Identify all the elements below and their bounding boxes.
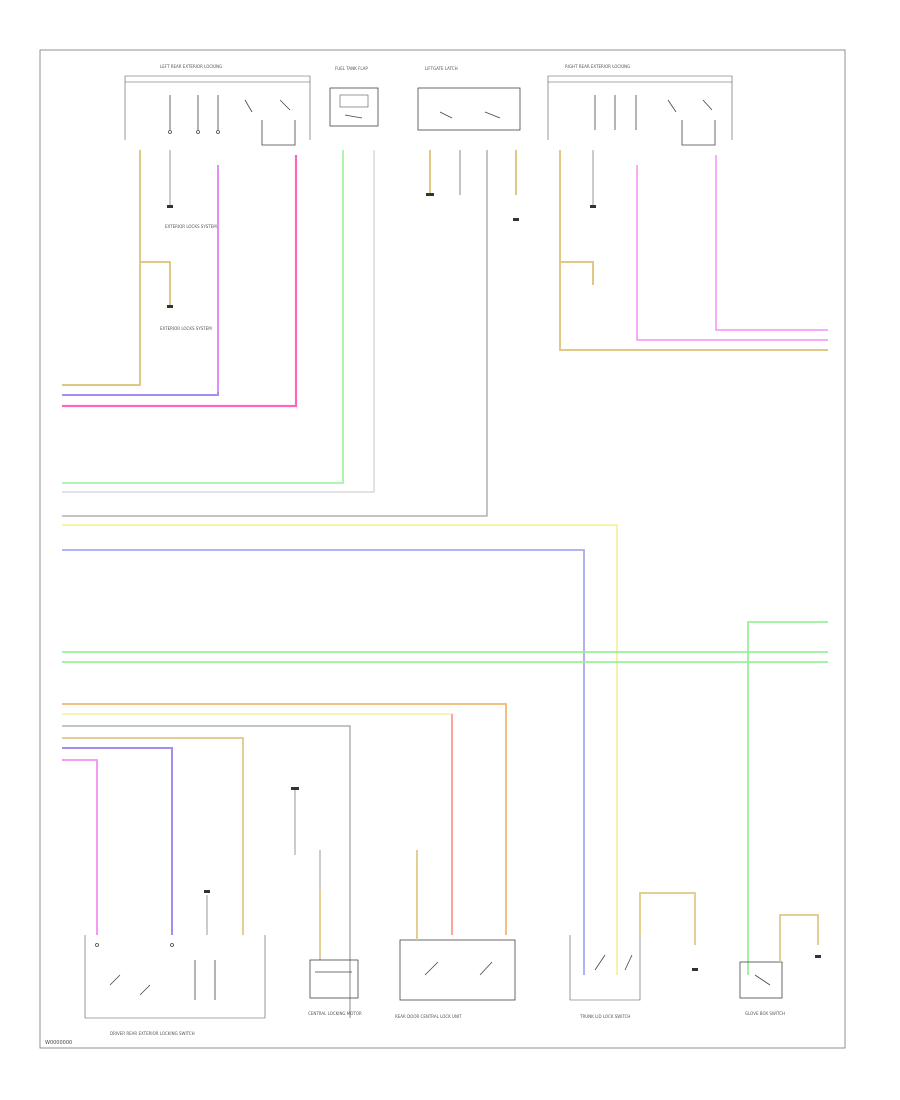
wire-yellow-mid xyxy=(62,524,618,975)
wire-green-glovebox xyxy=(747,621,828,975)
exterior-locks-system-label-1: EXTERIOR LOCKS SYSTEM xyxy=(165,224,217,229)
liftgate-latch-label: LIFTGATE LATCH xyxy=(425,66,458,71)
glove-box-switch xyxy=(739,914,821,999)
left-rear-wires xyxy=(62,150,298,408)
wire-tan-lower xyxy=(62,737,244,935)
wire-white-fuel xyxy=(62,150,375,493)
central-locking-motor xyxy=(309,959,359,999)
trunk-lid-lock-switch xyxy=(569,892,698,1001)
central-locking-motor-label: CENTRAL LOCKING MOTOR xyxy=(308,1011,362,1016)
driver-rear-switch-label: DRIVER REAR EXTERIOR LOCKING SWITCH xyxy=(110,1031,195,1036)
wire-pink-right xyxy=(715,155,828,331)
fuel-tank-flap-unit: FUEL TANK FLAP xyxy=(329,66,379,127)
trunk-lid-switch-label: TRUNK LID LOCK SWITCH xyxy=(579,1014,630,1019)
wire-magenta-lower xyxy=(62,759,98,935)
rear-door-unit-label: REAR DOOR CENTRAL LOCK UNIT xyxy=(395,1014,462,1019)
wire-magenta-right xyxy=(636,165,828,341)
liftgate-latch-unit: LIFTGATE LATCH xyxy=(417,66,521,131)
wire-violet-lower xyxy=(62,747,173,935)
wire-blue-mid xyxy=(62,549,585,975)
wire-orange-lower xyxy=(62,703,507,935)
wire-tan-glovebox xyxy=(779,914,819,962)
right-rear-exterior-locking-switch: RIGHT REAR EXTERIOR LOCKING xyxy=(547,64,733,146)
rear-door-central-lock-unit xyxy=(399,850,516,1001)
wire-gray-lower xyxy=(62,725,351,1018)
page-code: W0000000 xyxy=(45,1040,72,1046)
left-rear-exterior-locking-switch: LEFT REAR EXTERIOR LOCKING xyxy=(124,64,311,146)
wire-green-fuel xyxy=(62,150,344,484)
wire-tan-right xyxy=(559,150,828,351)
wire-gray-long xyxy=(62,150,488,517)
wire-tan-branch-left xyxy=(140,261,171,305)
wire-tan-left xyxy=(62,150,141,386)
right-rear-switch-label: RIGHT REAR EXTERIOR LOCKING xyxy=(565,64,630,69)
wire-tan-trunk xyxy=(639,892,696,945)
left-rear-switch-label: LEFT REAR EXTERIOR LOCKING xyxy=(160,64,222,69)
glove-box-switch-label: GLOVE BOX SWITCH xyxy=(745,1011,785,1016)
diagram-frame xyxy=(39,49,846,1049)
exterior-locks-system-label-2: EXTERIOR LOCKS SYSTEM xyxy=(160,326,212,331)
right-rear-wires xyxy=(559,150,828,351)
wire-tan-branch-right xyxy=(560,261,594,285)
driver-rear-locking-switch xyxy=(84,935,266,1019)
wire-pink-left xyxy=(62,155,298,408)
central-locking-motor-connector xyxy=(291,787,321,960)
fuel-tank-flap-label: FUEL TANK FLAP xyxy=(335,66,368,71)
